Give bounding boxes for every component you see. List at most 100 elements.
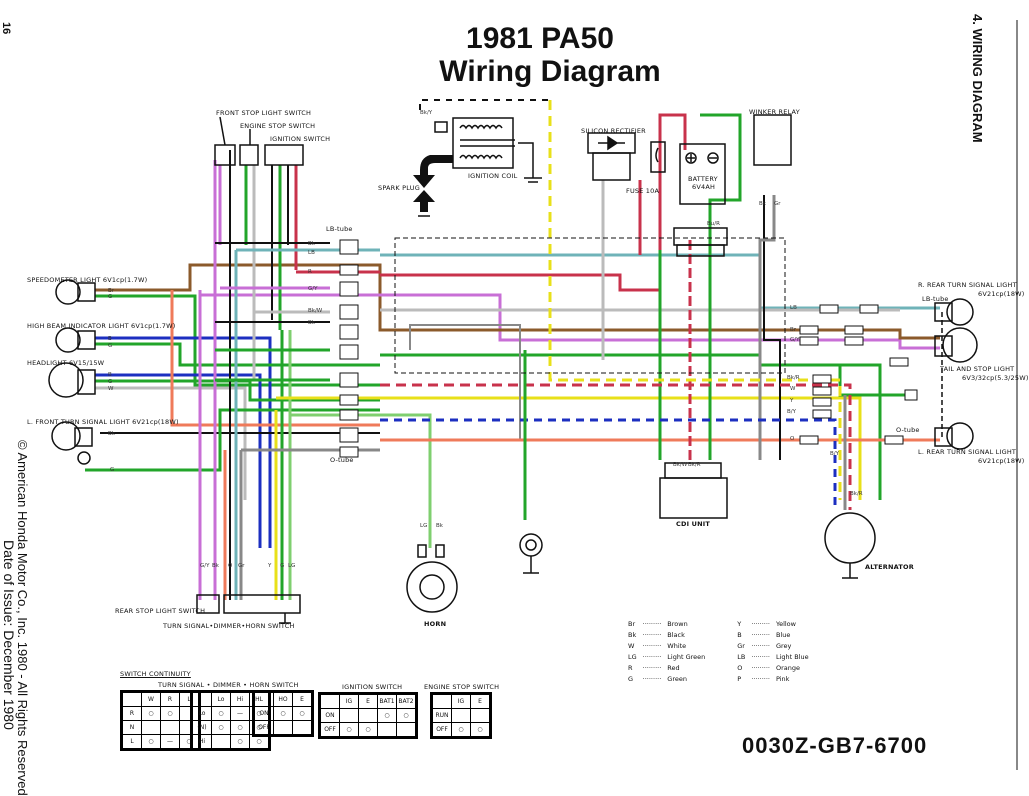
page-number: 16 <box>0 22 12 35</box>
label-ignition-switch: IGNITION SWITCH <box>270 135 331 143</box>
svg-text:Bk/Y: Bk/Y <box>420 110 433 116</box>
label-front-stop-light-switch: FRONT STOP LIGHT SWITCH <box>216 109 312 117</box>
row: Lo <box>192 706 212 721</box>
svg-text:Bk/R: Bk/R <box>850 491 863 497</box>
label-engine-stop-switch: ENGINE STOP SWITCH <box>240 122 316 130</box>
legend-code: Br <box>628 619 636 628</box>
row: R <box>122 706 142 721</box>
label-winker-relay: WINKER RELAY <box>749 108 800 116</box>
label-rear-stop-light-switch: REAR STOP LIGHT SWITCH <box>115 607 206 615</box>
col: W <box>141 692 161 707</box>
legend-name: Red <box>667 663 680 672</box>
svg-text:Bk: Bk <box>108 431 116 437</box>
svg-text:LB: LB <box>308 250 315 256</box>
col: Lo <box>211 692 231 707</box>
svg-text:Y: Y <box>267 563 272 569</box>
wire-grey <box>409 324 521 440</box>
label-cdi-unit: CDI UNIT <box>676 520 711 528</box>
svg-text:G/Y: G/Y <box>200 563 210 569</box>
copyright-line-2: Date of Issue: December 1980 <box>1 540 17 730</box>
svg-text:Gr: Gr <box>238 563 245 569</box>
label-r-rear-turn-signal: R. REAR TURN SIGNAL LIGHT <box>918 281 1017 289</box>
legend-name: Black <box>667 630 685 639</box>
label-tail-stop-light: TAIL AND STOP LIGHT <box>940 365 1015 373</box>
wire-brown <box>95 263 390 332</box>
svg-text:Bk: Bk <box>759 201 767 207</box>
wire-green <box>95 342 380 367</box>
label-spark-plug: SPARK PLUG <box>378 184 420 192</box>
legend-name: Yellow <box>775 619 796 628</box>
svg-text:Bk: Bk <box>308 241 316 247</box>
legend-code: R <box>628 663 633 672</box>
legend-name: Green <box>667 674 687 683</box>
legend-code: O <box>737 663 743 672</box>
fuse <box>650 141 666 173</box>
wire-green <box>95 294 380 387</box>
alternator <box>824 512 876 564</box>
row: ON <box>254 706 274 721</box>
horn <box>406 561 458 613</box>
top-switches <box>214 116 304 166</box>
row: OFF <box>320 722 340 737</box>
wire-green <box>85 408 380 472</box>
part-number: 0030Z-GB7-6700 <box>742 733 928 758</box>
section-header: 4. WIRING DIAGRAM <box>970 14 985 143</box>
tdh-switch-title: TURN SIGNAL • DIMMER • HORN SWITCH <box>158 681 299 689</box>
wire-green <box>380 353 820 367</box>
legend-code: P <box>737 674 742 683</box>
wire-grey <box>758 195 776 460</box>
col: IG <box>339 694 359 709</box>
legend-name: Light Green <box>667 652 706 661</box>
wire-white <box>95 386 247 500</box>
spark-plug-icon <box>413 155 453 217</box>
title-line-2: Wiring Diagram <box>439 55 661 88</box>
row: OFF <box>254 720 274 735</box>
svg-text:W: W <box>790 386 796 392</box>
legend-name: Light Blue <box>775 652 809 661</box>
wire-blue-dash <box>380 418 837 510</box>
svg-text:Bk/R: Bk/R <box>688 462 701 468</box>
label-lb-tube-right: LB-tube <box>922 295 949 303</box>
svg-text:R: R <box>308 269 312 275</box>
wire-yellow <box>548 100 842 500</box>
svg-text:B/Y: B/Y <box>787 409 797 415</box>
label-horn: HORN <box>424 620 447 628</box>
rear-stop-switch <box>196 594 220 614</box>
cdi-unit <box>659 477 728 519</box>
svg-text:G: G <box>108 343 112 349</box>
switch-continuity-heading: SWITCH CONTINUITY <box>120 670 191 678</box>
wire-blue <box>95 336 272 548</box>
svg-text:LG: LG <box>288 563 295 569</box>
row: ON <box>320 708 340 723</box>
label-tail-stop-spec: 6V3/32cp(5.3/25W) <box>962 374 1029 382</box>
col: BAT1 <box>377 694 397 709</box>
legend-name: Pink <box>775 674 790 683</box>
label-l-front-turn-signal: L. FRONT TURN SIGNAL LIGHT 6V21cp(18W) <box>27 418 179 426</box>
wire-lg <box>290 413 432 548</box>
power-components <box>587 114 792 519</box>
svg-text:W: W <box>108 386 114 392</box>
svg-text:Bk/R: Bk/R <box>787 375 800 381</box>
svg-text:O: O <box>228 563 233 569</box>
wire-blue <box>95 373 262 548</box>
legend-code: LB <box>737 652 746 661</box>
copyright-line-1: © American Honda Motor Co., Inc. 1980 - … <box>15 440 30 796</box>
turn-dimmer-horn-switch <box>223 594 301 614</box>
legend-name: Orange <box>775 663 800 672</box>
row: RUN <box>432 708 452 723</box>
label-battery-spec: 6V4AH <box>692 183 716 191</box>
battery <box>679 143 726 205</box>
label-turn-dimmer-horn-switch: TURN SIGNAL•DIMMER•HORN SWITCH <box>163 622 295 630</box>
row: L <box>122 734 142 749</box>
legend-code: B <box>737 630 742 639</box>
svg-text:Bk: Bk <box>212 563 220 569</box>
wire-red-dash <box>380 383 852 510</box>
label-l-rear-turn-spec: 6V21cp(18W) <box>978 457 1025 465</box>
col: HO <box>273 692 293 707</box>
svg-text:Bk: Bk <box>308 320 316 326</box>
svg-text:Bu/R: Bu/R <box>707 221 720 227</box>
